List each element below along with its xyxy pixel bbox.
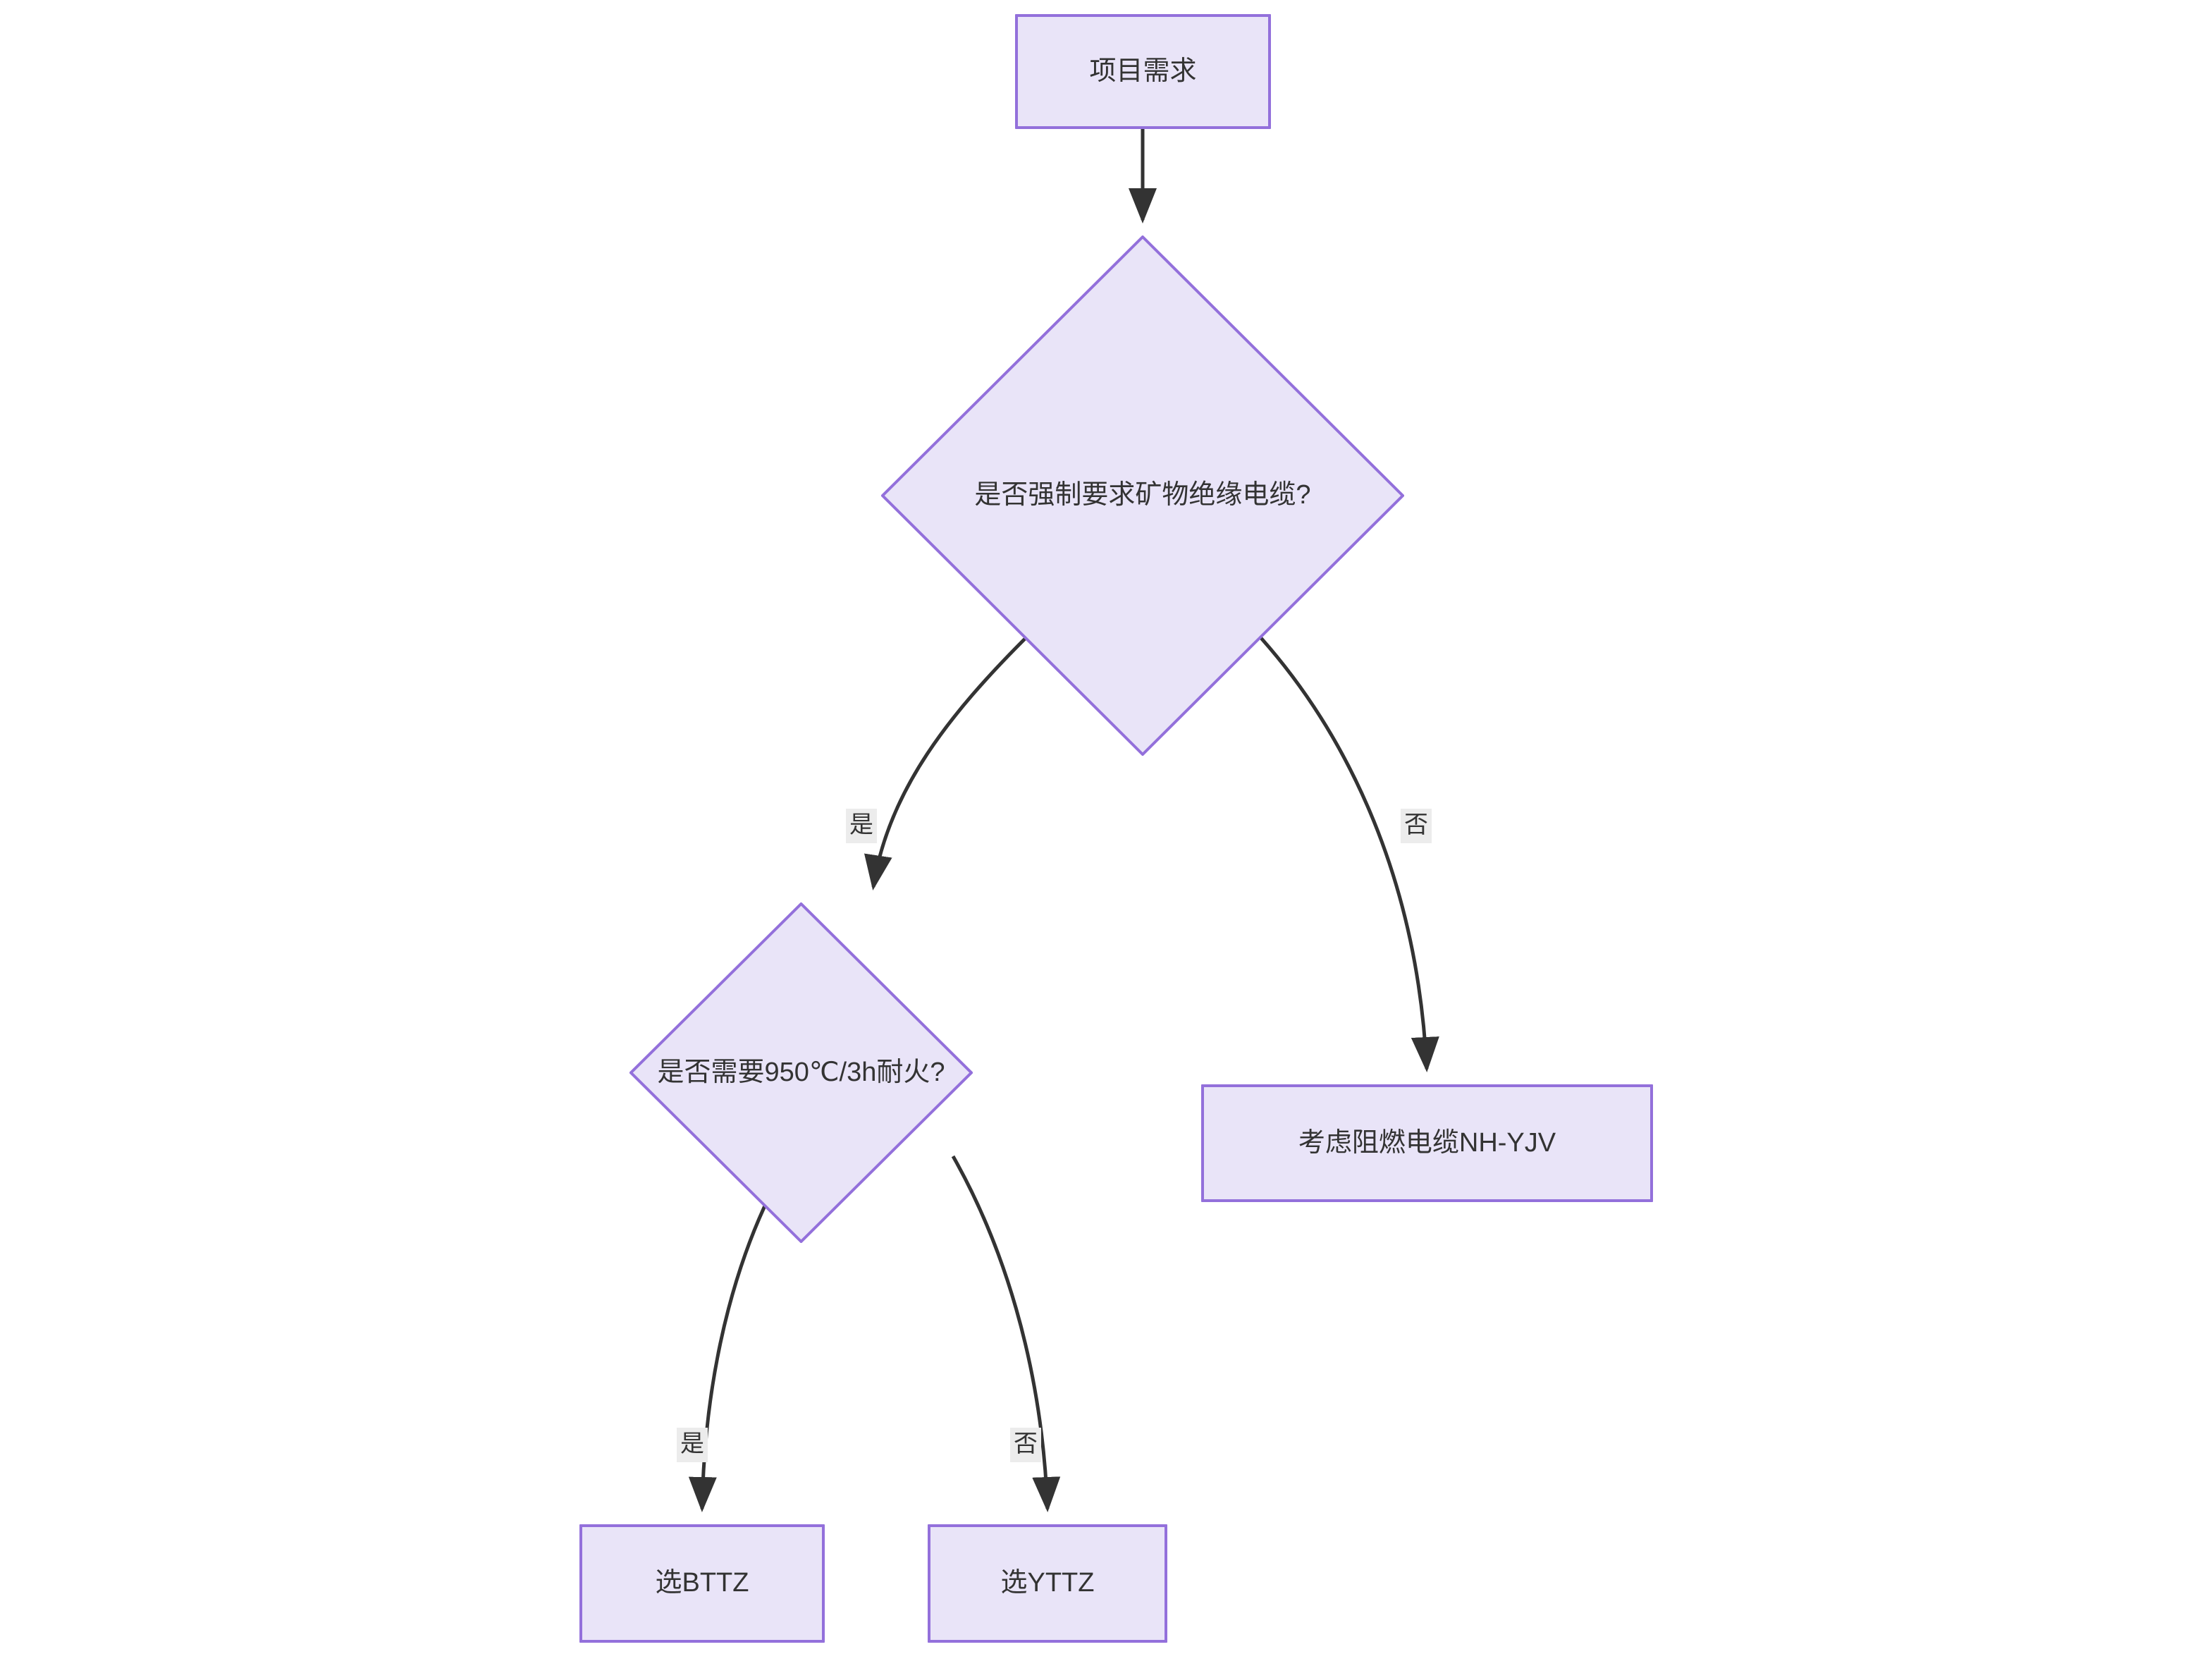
node-result-nh-yjv[interactable]: 考虑阻燃电缆NH-YJV [1201,1084,1653,1202]
node-decision-mineral-insulated[interactable]: 是否强制要求矿物绝缘电缆? [881,235,1404,756]
edge-label-d1-yes: 是 [846,809,877,844]
node-result-bttz-label: 选BTTZ [655,1568,749,1598]
node-decision-fire-rating-label: 是否需要950℃/3h耐火? [657,1057,945,1087]
node-start-label: 项目需求 [1089,56,1197,86]
node-result-yttz-label: 选YTTZ [1000,1568,1095,1598]
edge-label-d2-no: 否 [1010,1428,1041,1463]
node-start[interactable]: 项目需求 [1015,14,1271,129]
node-result-bttz[interactable]: 选BTTZ [579,1524,825,1643]
node-decision-fire-rating[interactable]: 是否需要950℃/3h耐火? [629,902,973,1243]
diamond-shape [629,902,973,1243]
edge-label-d2-yes: 是 [677,1428,708,1463]
diamond-shape [881,235,1404,756]
node-result-yttz[interactable]: 选YTTZ [928,1524,1167,1643]
node-result-nh-yjv-label: 考虑阻燃电缆NH-YJV [1298,1127,1556,1158]
edge-label-d1-no: 否 [1401,809,1432,844]
node-decision-mineral-insulated-label: 是否强制要求矿物绝缘电缆? [974,480,1311,510]
